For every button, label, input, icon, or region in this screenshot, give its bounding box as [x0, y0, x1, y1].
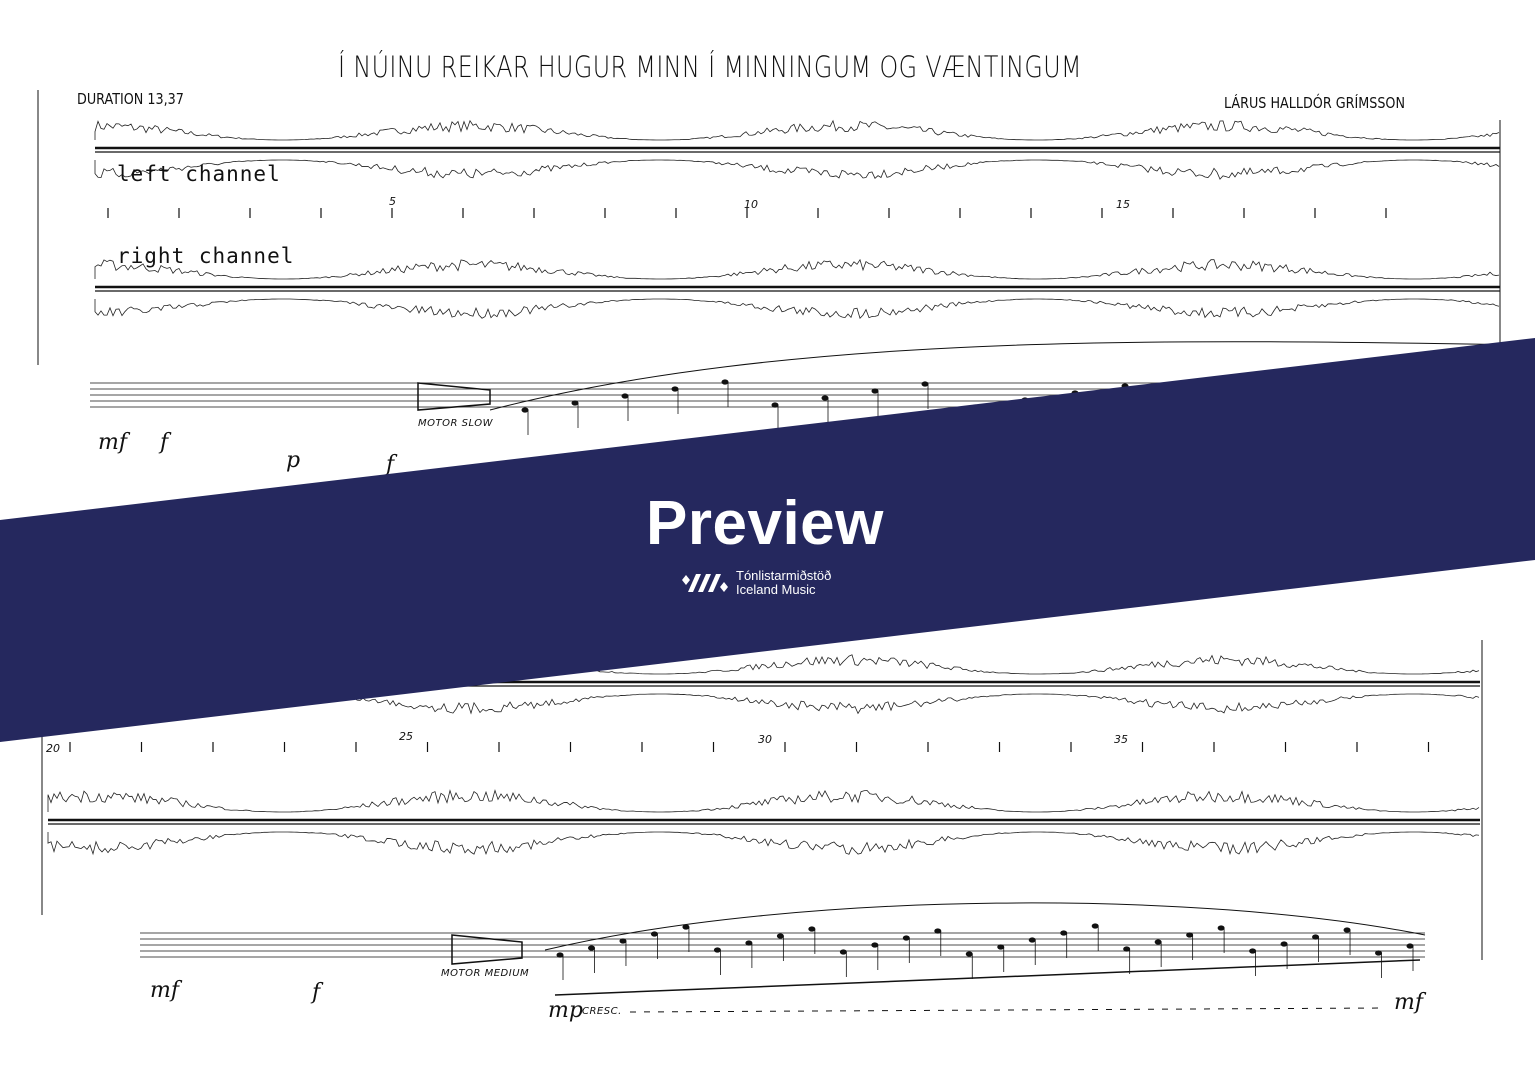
notehead	[921, 381, 929, 387]
cresc-end-dynamic: mf	[1394, 990, 1424, 1015]
notehead	[1028, 937, 1036, 943]
dynamic-marking: f	[160, 430, 169, 455]
right-channel-waveform-upper	[94, 258, 1500, 280]
notehead	[997, 944, 1005, 950]
notehead	[965, 951, 973, 957]
left-channel-label: left channel	[117, 162, 281, 186]
dynamic-marking: f	[312, 980, 321, 1005]
right-channel-waveform-2-upper	[47, 789, 1480, 813]
notehead	[1186, 932, 1194, 938]
composer-name: LÁRUS HALLDÓR GRÍMSSON	[1224, 94, 1405, 112]
motor-slow-label: MOTOR SLOW	[418, 418, 493, 429]
notehead	[587, 945, 595, 951]
notehead	[934, 928, 942, 934]
dynamic-marking: f	[386, 452, 395, 477]
right-channel-waveform-2-lower	[47, 831, 1480, 856]
preview-label: Preview	[646, 489, 884, 558]
notehead	[871, 942, 879, 948]
measure-number: 35	[1114, 733, 1128, 746]
notehead	[621, 393, 629, 399]
notehead	[521, 407, 529, 413]
measure-number: 25	[399, 730, 413, 743]
cresc-label: CRESC.	[582, 1006, 622, 1017]
notehead	[771, 402, 779, 408]
notehead	[808, 926, 816, 932]
measure-number: 5	[389, 195, 396, 208]
logo-line-2: Iceland Music	[736, 582, 816, 597]
notehead	[1217, 925, 1225, 931]
dynamic-marking: mf	[98, 430, 128, 455]
measure-number: 30	[758, 733, 772, 746]
notehead	[1154, 939, 1162, 945]
dynamic-marking: mf	[150, 978, 180, 1003]
beam	[554, 959, 1421, 996]
motor-symbol	[451, 934, 523, 965]
motor-medium-label: MOTOR MEDIUM	[441, 968, 530, 979]
measure-number: 10	[744, 198, 758, 211]
right-channel-label: right channel	[117, 244, 295, 268]
notehead	[871, 388, 879, 394]
iceland-music-logo: Tónlistarmiðstöð Iceland Music	[680, 569, 831, 597]
notehead	[1249, 948, 1257, 954]
logo-line-1: Tónlistarmiðstöð	[736, 568, 832, 583]
notehead	[1375, 950, 1383, 956]
preview-band	[0, 338, 1535, 742]
notehead	[713, 947, 721, 953]
notehead	[902, 935, 910, 941]
notehead	[745, 940, 753, 946]
notehead	[682, 924, 690, 930]
dynamic-marking: p	[286, 448, 301, 473]
notehead	[1312, 934, 1320, 940]
notehead	[671, 386, 679, 392]
measure-number: 20	[46, 742, 60, 755]
left-channel-waveform-upper	[94, 119, 1500, 141]
piece-title: Í NÚINU REIKAR HUGUR MINN Í MINNINGUM OG…	[338, 50, 1082, 84]
notehead	[571, 400, 579, 406]
notehead	[619, 938, 627, 944]
notehead	[721, 379, 729, 385]
notehead	[1123, 946, 1131, 952]
slur	[544, 902, 1426, 951]
right-channel-waveform-lower	[94, 298, 1500, 319]
slur	[489, 341, 1535, 411]
notehead	[556, 952, 564, 958]
notehead	[1343, 927, 1351, 933]
notehead	[839, 949, 847, 955]
notehead	[650, 931, 658, 937]
motor-symbol	[417, 382, 491, 411]
left-channel-waveform-lower	[94, 159, 1500, 180]
duration-label: DURATION 13,37	[77, 90, 184, 108]
notehead	[821, 395, 829, 401]
notehead	[1091, 923, 1099, 929]
notehead	[1280, 941, 1288, 947]
notehead	[1406, 943, 1414, 949]
notehead	[1060, 930, 1068, 936]
cresc-start-dynamic: mp	[548, 998, 583, 1023]
iceland-music-logo-icon	[682, 574, 728, 592]
left-channel-waveform-2-lower	[299, 693, 1480, 715]
notehead	[776, 933, 784, 939]
measure-number: 15	[1116, 198, 1130, 211]
